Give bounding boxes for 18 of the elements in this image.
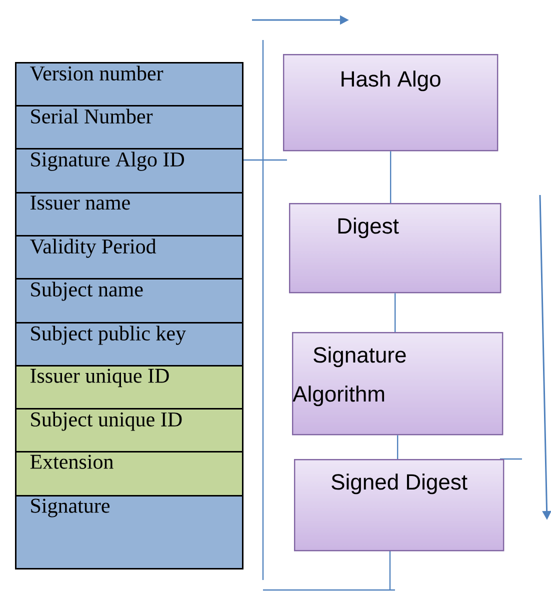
table-row: Subject unique ID: [15, 408, 244, 452]
table-row: Validity Period: [15, 235, 244, 280]
process-box: Signed Digest: [294, 459, 504, 552]
process-box: Signature Algorithm: [292, 332, 504, 436]
table-row: Subject name: [15, 278, 244, 324]
process-box: Hash Algo: [283, 54, 498, 152]
connector-line: [397, 435, 398, 459]
table-row: Subject public key: [15, 322, 244, 366]
table-row: Version number: [15, 62, 244, 106]
table-row: Issuer unique ID: [15, 365, 244, 410]
connector-line: [394, 293, 396, 332]
process-box: Digest: [289, 203, 502, 294]
table-row: Serial Number: [15, 105, 244, 150]
connector-line: [390, 151, 392, 203]
table-row: Signature: [15, 495, 244, 570]
table-row: Issuer name: [15, 192, 244, 236]
table-row: Extension: [15, 451, 244, 496]
table-row: Signature Algo ID: [15, 148, 244, 194]
